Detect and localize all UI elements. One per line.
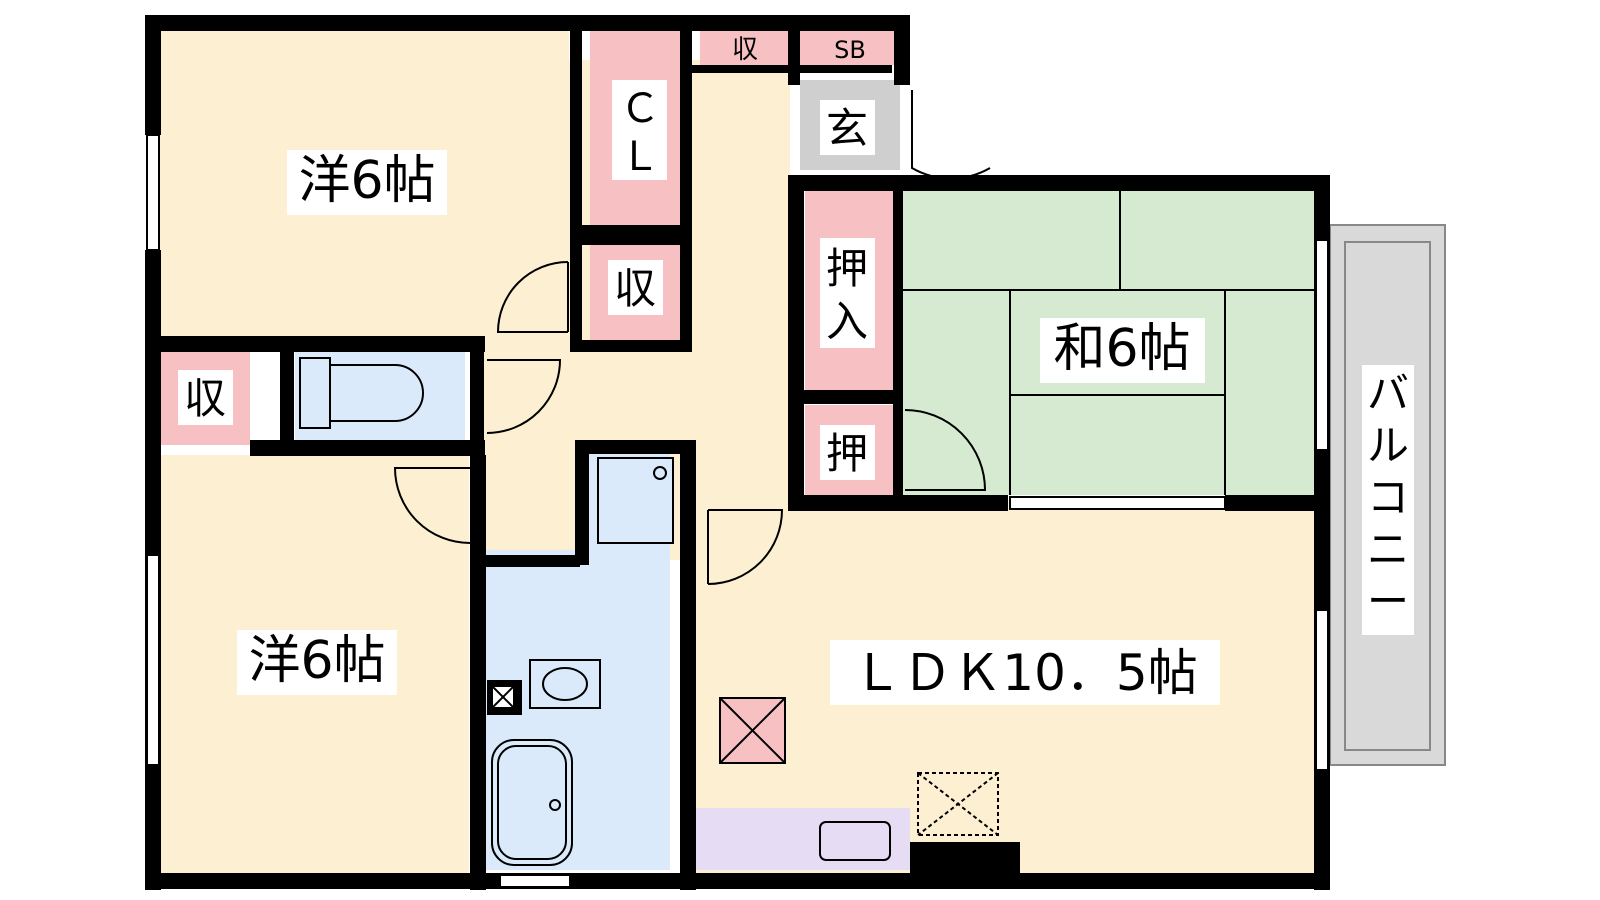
- entrance-door: [911, 90, 991, 180]
- balcony-label-char-5: ー: [1367, 577, 1409, 626]
- west-top-door: [496, 261, 569, 333]
- label-storage-mid: 収: [614, 264, 656, 313]
- label-oshiire-2: 入: [826, 297, 868, 346]
- ldk-door: [707, 509, 784, 585]
- label-closet-c: Ｃ: [620, 86, 660, 132]
- doors: [393, 90, 991, 585]
- label-shoe-box: SB: [834, 36, 866, 64]
- room-label-japanese: 和6帖: [1053, 319, 1190, 379]
- bathtub: [491, 739, 573, 866]
- balcony-label-char-1: バ: [1367, 369, 1409, 418]
- balcony-label-char-2: ル: [1367, 421, 1409, 470]
- room-label-western-top: 洋6帖: [298, 151, 435, 211]
- label-oshi-small: 押: [826, 429, 868, 478]
- room-label-ldk: ＬＤＫ10．5帖: [852, 644, 1197, 702]
- vent-dashed: [917, 772, 999, 836]
- labels: 洋6帖 洋6帖 和6帖 ＬＤＫ10．5帖 Ｃ Ｌ 収 SB 玄 収 収 押 入 …: [178, 35, 1414, 705]
- oshi-door: [904, 409, 987, 491]
- sink-bowl: [542, 667, 588, 701]
- shoe-box-fill: [800, 30, 895, 65]
- balcony-label-char-4: ニ: [1367, 525, 1409, 574]
- storage-top-small-fill: [700, 30, 788, 65]
- kitchen-sink: [819, 821, 891, 861]
- balcony-label-char-3: コ: [1367, 473, 1409, 522]
- fixtures: [299, 357, 999, 866]
- windows: [146, 134, 1329, 888]
- label-oshiire-1: 押: [826, 244, 868, 293]
- toilet-bowl: [329, 364, 424, 422]
- label-entrance: 玄: [826, 104, 868, 153]
- label-closet-l: Ｌ: [620, 134, 660, 180]
- washing-machine-space: [597, 457, 674, 544]
- toilet-tank: [299, 357, 331, 429]
- toilet-door: [486, 359, 562, 434]
- balcony-inner: [1344, 241, 1431, 751]
- label-storage-top-small: 収: [732, 35, 758, 65]
- label-storage-left: 収: [184, 374, 226, 423]
- room-label-western-bottom: 洋6帖: [248, 631, 385, 691]
- tatami-lines: [895, 190, 1315, 495]
- west-bottom-door: [393, 467, 471, 544]
